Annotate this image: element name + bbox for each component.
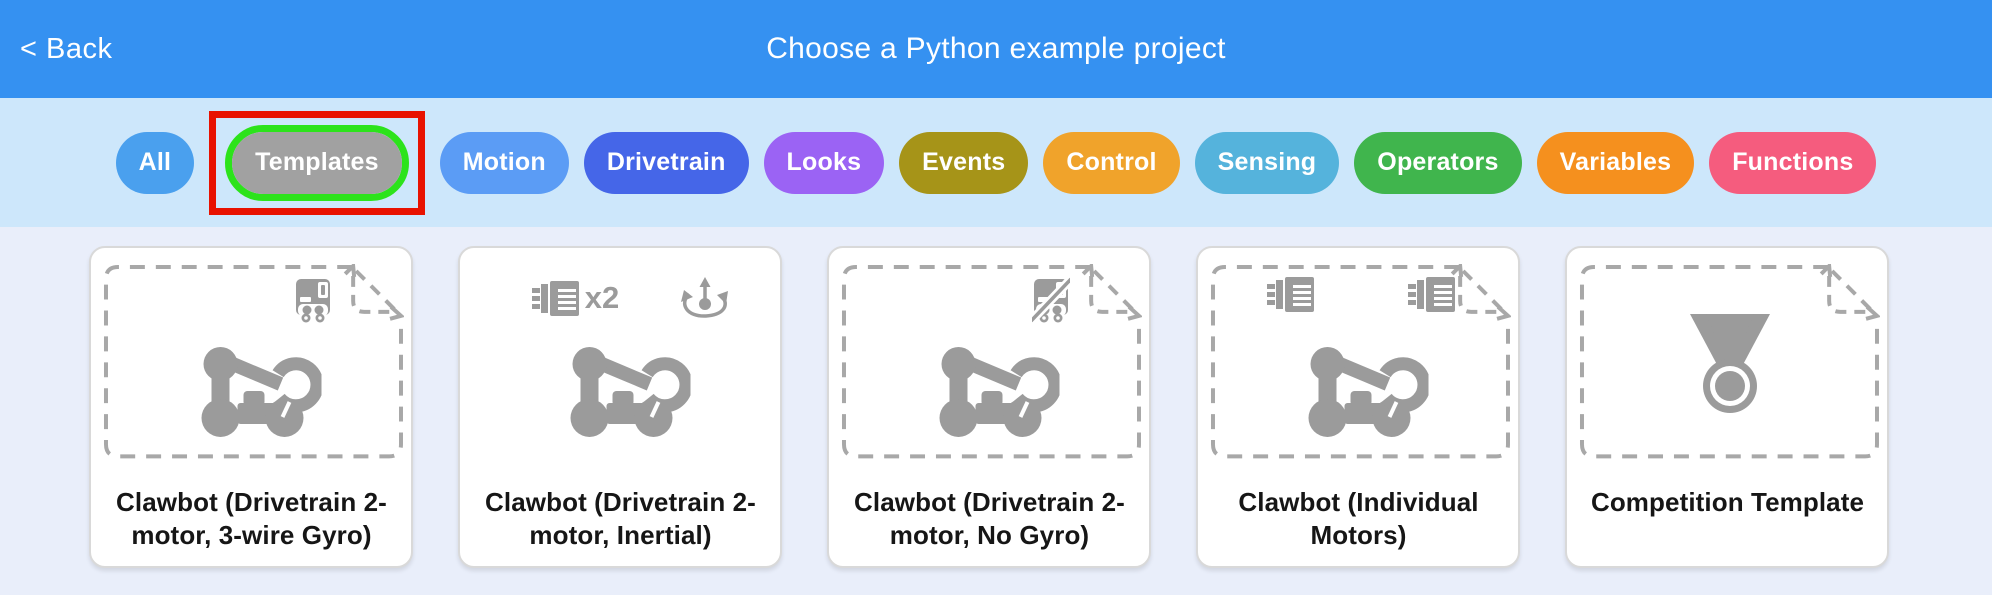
filter-pill-functions[interactable]: Functions (1709, 131, 1877, 194)
gyro-sensor-icon (296, 279, 330, 323)
card-title: Clawbot (Drivetrain 2-motor, Inertial) (485, 487, 756, 551)
filter-pill-motion[interactable]: Motion (439, 131, 569, 194)
filter-pill-control[interactable]: Control (1043, 131, 1180, 194)
filter-pill-drivetrain[interactable]: Drivetrain (583, 131, 749, 194)
x2-label: x2 (584, 280, 620, 315)
clawbot-icon (186, 342, 321, 438)
filter-bar: All Templates Motion Drivetrain Looks Ev… (0, 98, 1992, 227)
badge-row (103, 277, 404, 323)
card-clawbot-individual-motors[interactable]: Clawbot (Individual Motors) (1196, 246, 1520, 568)
filter-pill-sensing[interactable]: Sensing (1194, 131, 1340, 194)
card-title: Clawbot (Individual Motors) (1238, 487, 1479, 551)
motor-x2-badge: x2 (531, 280, 620, 316)
motor-icon (1407, 277, 1455, 312)
card-clawbot-inertial[interactable]: x2 Clawbot (Drivetrain 2-motor, Inertial… (458, 246, 782, 568)
card-clawbot-3wire-gyro[interactable]: Clawbot (Drivetrain 2-motor, 3-wire Gyro… (89, 246, 413, 568)
inertial-sensor-icon (679, 277, 730, 318)
card-art: x2 (472, 264, 773, 460)
annotation-highlight-box: Templates (209, 110, 425, 215)
clawbot-icon (924, 342, 1059, 438)
card-title: Clawbot (Drivetrain 2-motor, No Gyro) (854, 487, 1125, 551)
card-competition-template[interactable]: Competition Template (1565, 246, 1889, 568)
card-art (1579, 264, 1880, 460)
gyro-crossed-icon (1032, 277, 1070, 323)
back-button[interactable]: < Back (20, 32, 113, 65)
badge-row (1210, 277, 1511, 312)
project-card-grid: Clawbot (Drivetrain 2-motor, 3-wire Gyro… (0, 227, 1992, 568)
badge-row: x2 (472, 277, 773, 319)
card-title: Clawbot (Drivetrain 2-motor, 3-wire Gyro… (116, 487, 387, 551)
filter-pill-templates[interactable]: Templates (232, 131, 402, 194)
bottom-edge (0, 595, 1992, 600)
filter-pill-all[interactable]: All (115, 131, 195, 194)
clawbot-icon (555, 342, 690, 438)
card-art (1210, 264, 1511, 460)
badge-row (841, 277, 1142, 323)
card-clawbot-no-gyro[interactable]: Clawbot (Drivetrain 2-motor, No Gyro) (827, 246, 1151, 568)
motor-icon (531, 280, 579, 316)
page-title: Choose a Python example project (766, 32, 1226, 65)
clawbot-icon (1293, 342, 1428, 438)
filter-pill-operators[interactable]: Operators (1354, 131, 1522, 194)
filter-pill-events[interactable]: Events (899, 131, 1029, 194)
filter-pill-looks[interactable]: Looks (763, 131, 885, 194)
competition-medal-icon (1689, 314, 1770, 413)
header-bar: < Back Choose a Python example project (0, 0, 1992, 98)
annotation-highlight-ring: Templates (225, 124, 409, 201)
motor-icon (1266, 277, 1314, 312)
card-art (103, 264, 404, 460)
card-art (841, 264, 1142, 460)
card-title: Competition Template (1590, 487, 1865, 517)
filter-pill-row: All Templates Motion Drivetrain Looks Ev… (115, 110, 1877, 215)
filter-pill-variables[interactable]: Variables (1536, 131, 1695, 194)
